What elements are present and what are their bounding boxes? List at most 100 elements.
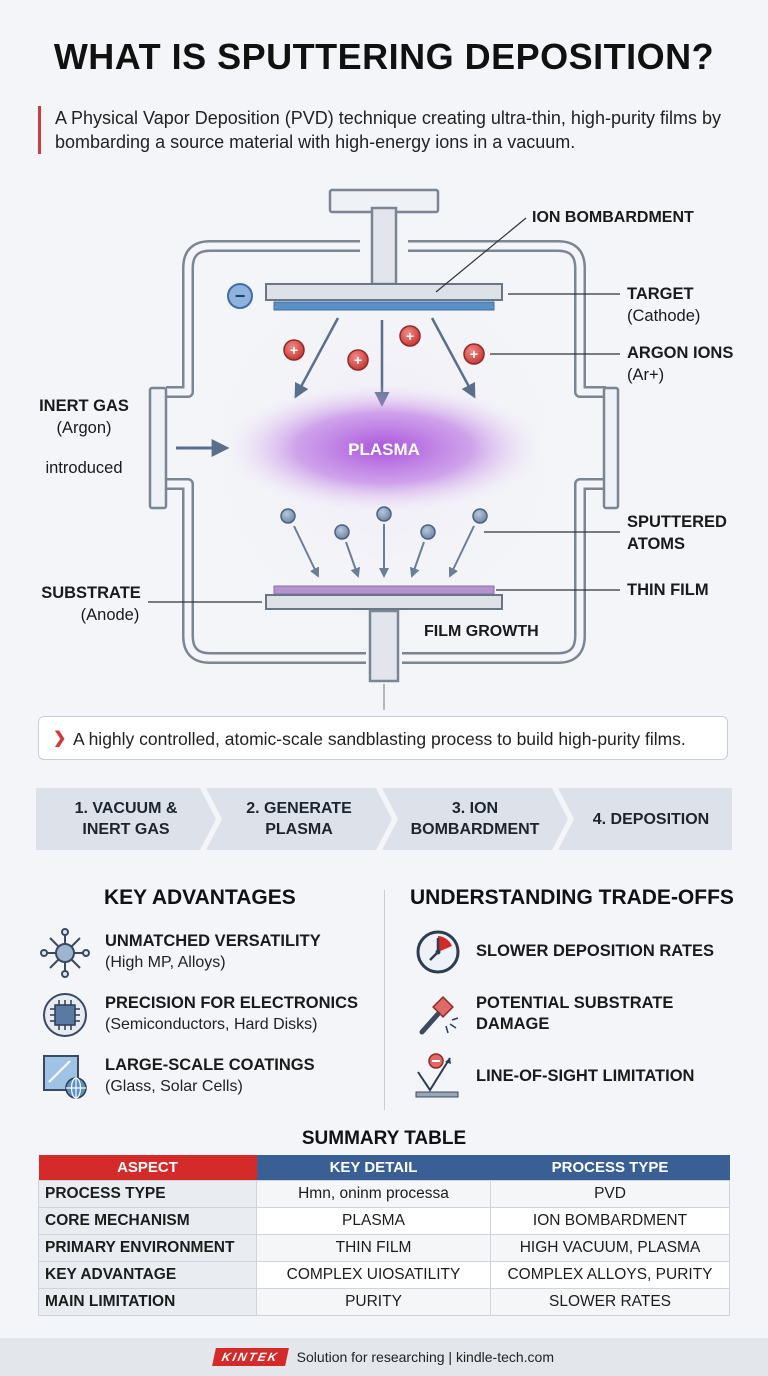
step-line: 1. VACUUM &: [74, 800, 178, 817]
argon-ion: +: [463, 343, 485, 365]
clock-icon: [416, 930, 460, 974]
gas-inlet-port: [148, 386, 168, 510]
tradeoff-slower-rates: SLOWER DEPOSITION RATES: [476, 941, 714, 962]
table-cell: HIGH VACUUM, PLASMA: [490, 1234, 730, 1262]
label-inert-gas-sub: (Argon): [56, 419, 111, 437]
advantage-versatility: UNMATCHED VERSATILITY (High MP, Alloys): [105, 931, 321, 973]
argon-ion: +: [283, 339, 305, 361]
step-vacuum: 1. VACUUM & INERT GAS: [36, 788, 216, 850]
advantages-heading: KEY ADVANTAGES: [104, 886, 296, 909]
advantage-sub: (Semiconductors, Hard Disks): [105, 1016, 318, 1033]
tradeoff-title-2: DAMAGE: [476, 1015, 550, 1033]
plasma-label: PLASMA: [348, 440, 420, 459]
thin-film-layer: [273, 585, 495, 595]
step-ion-bombardment: 3. ION BOMBARDMENT: [382, 788, 568, 850]
target-cathode-strip: [273, 301, 495, 311]
footer-text: Solution for researching | kindle-tech.c…: [296, 1349, 554, 1365]
glass-panel-icon: [43, 1055, 87, 1099]
advantage-title: UNMATCHED VERSATILITY: [105, 932, 321, 950]
step-line: INERT GAS: [82, 821, 170, 838]
label-sputtered-atoms: ATOMS: [627, 535, 685, 553]
argon-ion: +: [347, 349, 369, 371]
sputtering-chamber-diagram: − PLASMA + + + +: [39, 188, 733, 710]
top-shaft: [370, 206, 398, 286]
step-plasma: 2. GENERATE PLASMA: [206, 788, 392, 850]
cathode-minus-sign: [227, 283, 253, 309]
summary-table: ASPECT KEY DETAIL PROCESS TYPE PROCESS T…: [38, 1155, 730, 1316]
tradeoff-line-of-sight: LINE-OF-SIGHT LIMITATION: [476, 1066, 694, 1087]
table-cell: PLASMA: [256, 1207, 491, 1235]
table-row: CORE MECHANISM PLASMA ION BOMBARDMENT: [38, 1207, 730, 1235]
label-inert-gas: INERT GAS: [39, 397, 129, 415]
line-of-sight-icon: [415, 1053, 459, 1098]
label-target: TARGET: [627, 285, 694, 303]
advantage-sub: (Glass, Solar Cells): [105, 1078, 243, 1095]
label-substrate-sub: (Anode): [81, 606, 140, 624]
kintek-logo: KINTEK: [212, 1348, 289, 1366]
versatility-icon: [40, 928, 90, 978]
column-header: PROCESS TYPE: [490, 1155, 730, 1181]
leader-lines: [148, 217, 620, 603]
substrate-plate: [265, 594, 503, 610]
svg-text:+: +: [470, 346, 478, 362]
chip-icon: [43, 993, 87, 1037]
chamber-walls: [166, 240, 606, 664]
summary-header-row: ASPECT KEY DETAIL PROCESS TYPE: [38, 1155, 730, 1181]
svg-text:+: +: [290, 342, 298, 358]
bottom-shaft: [368, 609, 400, 683]
target-plate: [265, 283, 503, 301]
label-thin-film: THIN FILM: [627, 581, 709, 599]
step-line: 3. ION: [451, 800, 499, 817]
summary-table-title: SUMMARY TABLE: [301, 1128, 467, 1149]
svg-text:+: +: [406, 328, 414, 344]
label-inert-gas-note: introduced: [45, 459, 122, 477]
table-cell: COMPLEX UIOSATILITY: [256, 1261, 491, 1289]
svg-text:+: +: [354, 352, 362, 368]
plasma-cloud: [224, 384, 544, 512]
cathode-minus-symbol: −: [235, 286, 246, 306]
label-sputtered: SPUTTERED: [627, 513, 727, 531]
column-header: KEY DETAIL: [256, 1155, 491, 1181]
step-line: 4. DEPOSITION: [592, 810, 710, 828]
table-cell: PROCESS TYPE: [38, 1180, 257, 1208]
advantage-electronics: PRECISION FOR ELECTRONICS (Semiconductor…: [105, 993, 358, 1035]
step-line: 2. GENERATE: [246, 800, 352, 817]
table-cell: PVD: [490, 1180, 730, 1208]
chevron-right-icon: ❯: [53, 730, 67, 747]
label-ion-bombardment: ION BOMBARDMENT: [532, 209, 694, 226]
advantage-sub: (High MP, Alloys): [105, 954, 226, 971]
table-cell: SLOWER RATES: [490, 1288, 730, 1316]
step-line: BOMBARDMENT: [410, 821, 540, 838]
sputtered-atoms: [280, 506, 488, 540]
table-row: MAIN LIMITATION PURITY SLOWER RATES: [38, 1288, 730, 1316]
table-cell: CORE MECHANISM: [38, 1207, 257, 1235]
argon-ion: +: [399, 325, 421, 347]
process-steps: 1. VACUUM & INERT GAS 2. GENERATE PLASMA 3…: [36, 788, 732, 850]
tradeoff-title: LINE-OF-SIGHT LIMITATION: [476, 1067, 695, 1085]
table-cell: PURITY: [256, 1288, 491, 1316]
advantage-title: LARGE-SCALE COATINGS: [105, 1056, 315, 1074]
intro-text: A Physical Vapor Deposition (PVD) techni…: [38, 106, 755, 154]
sputtered-atom-arrows: [293, 524, 475, 578]
tradeoff-title: POTENTIAL SUBSTRATE: [476, 994, 674, 1012]
step-line: PLASMA: [265, 821, 333, 838]
table-row: PROCESS TYPE Hmn, oninm processa PVD: [38, 1180, 730, 1208]
advantage-coatings: LARGE-SCALE COATINGS (Glass, Solar Cells…: [105, 1055, 315, 1097]
label-film-growth: FILM GROWTH: [424, 623, 539, 640]
label-argon-ions-sub: (Ar+): [627, 366, 664, 384]
summary-callout: ❯ A highly controlled, atomic-scale sand…: [38, 716, 728, 760]
table-cell: PRIMARY ENVIRONMENT: [38, 1234, 257, 1262]
label-argon-ions: ARGON IONS: [627, 344, 733, 362]
table-cell: THIN FILM: [256, 1234, 491, 1262]
table-row: PRIMARY ENVIRONMENT THIN FILM HIGH VACUU…: [38, 1234, 730, 1262]
footer: KINTEK Solution for researching | kindle…: [0, 1338, 768, 1376]
tradeoff-title: SLOWER DEPOSITION RATES: [476, 942, 715, 960]
page-title: WHAT IS SPUTTERING DEPOSITION?: [53, 36, 715, 77]
table-cell: MAIN LIMITATION: [38, 1288, 257, 1316]
column-divider: [384, 890, 385, 1110]
side-port: [602, 386, 620, 510]
callout-text: A highly controlled, atomic-scale sandbl…: [73, 729, 686, 749]
step-deposition: 4. DEPOSITION: [558, 788, 732, 850]
hammer-icon: [419, 996, 459, 1035]
tradeoff-substrate-damage: POTENTIAL SUBSTRATE DAMAGE: [476, 993, 673, 1035]
